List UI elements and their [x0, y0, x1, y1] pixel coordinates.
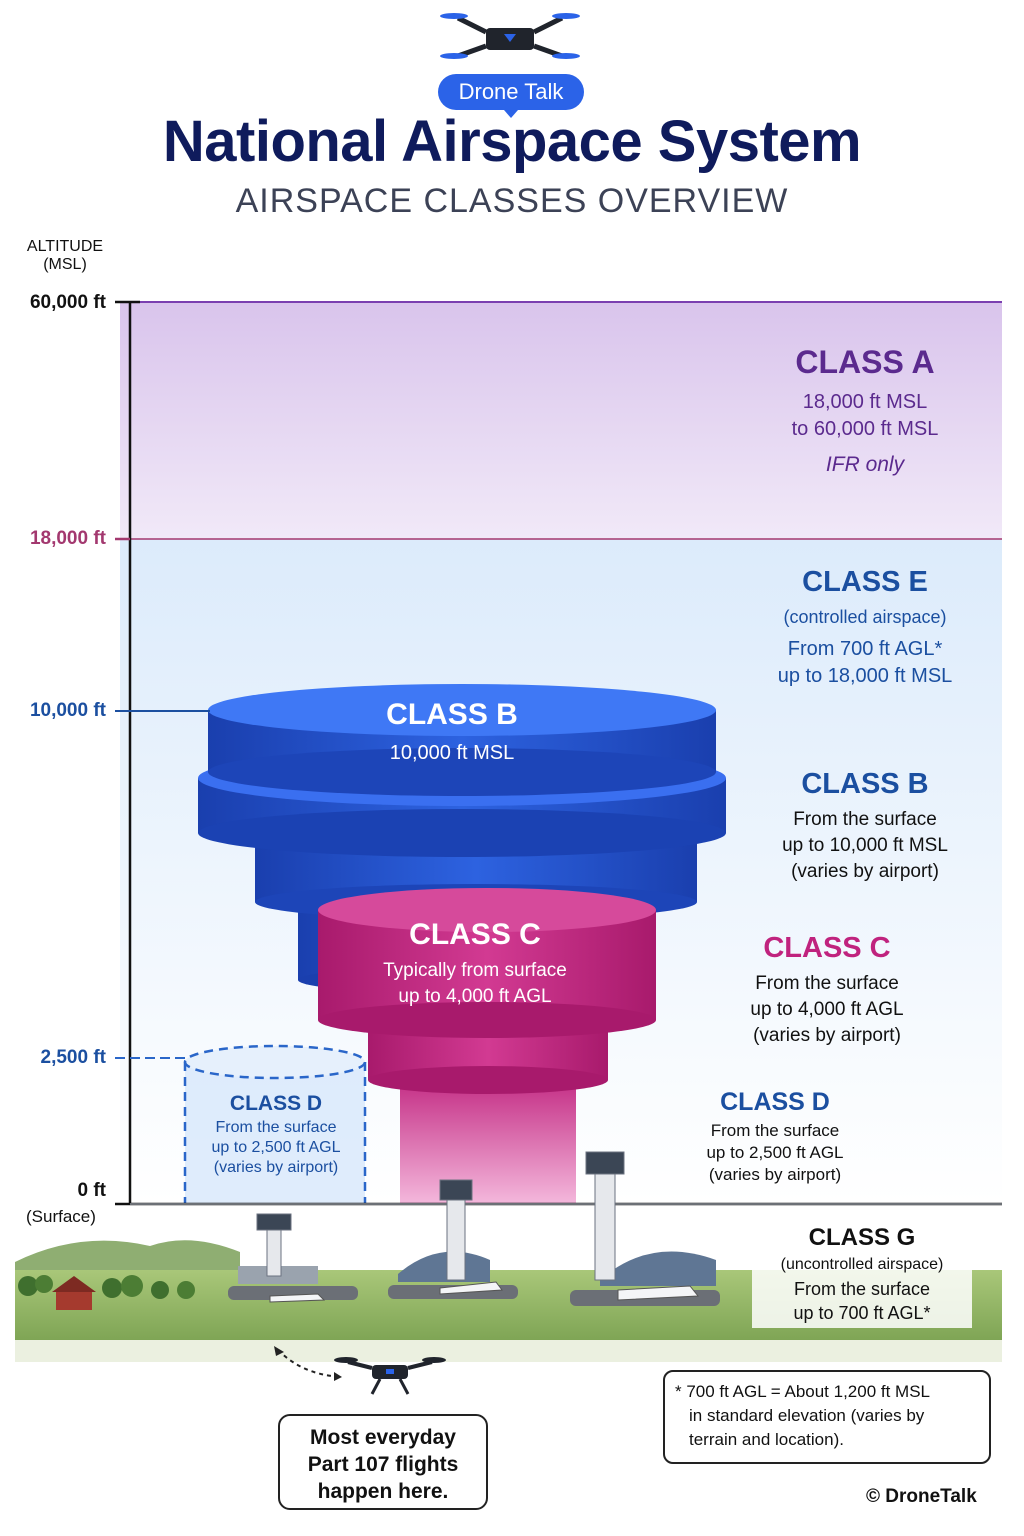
part107-line3: happen here.: [317, 1480, 449, 1503]
class-a-line1: 18,000 ft MSL: [802, 391, 928, 413]
tick-60000: 60,000 ft: [29, 292, 106, 313]
page-title: National Airspace System: [162, 109, 862, 174]
class-c-shape-name: CLASS C: [409, 918, 541, 951]
drone-logo-icon: [440, 13, 580, 59]
class-b-shape-name: CLASS B: [386, 698, 518, 731]
class-d-shape-line1: From the surface: [215, 1119, 337, 1136]
footnote-line3: terrain and location).: [689, 1430, 844, 1449]
footnote-line2: in standard elevation (varies by: [689, 1406, 925, 1425]
footnote-line1: * 700 ft AGL = About 1,200 ft MSL: [675, 1382, 931, 1401]
class-e-line2: From 700 ft AGL*: [787, 638, 943, 660]
class-a-label: CLASS A 18,000 ft MSL to 60,000 ft MSL I…: [740, 344, 990, 477]
class-b-line1: From the surface: [793, 809, 937, 830]
class-b-shape-line1: 10,000 ft MSL: [389, 742, 515, 764]
class-d-shape-name: CLASS D: [229, 1092, 323, 1115]
brand-badge: Drone Talk: [438, 74, 584, 118]
footnote-box: * 700 ft AGL = About 1,200 ft MSL in sta…: [663, 1370, 991, 1464]
class-e-name: CLASS E: [802, 566, 928, 598]
class-g-line3: up to 700 ft AGL*: [793, 1303, 931, 1323]
class-c-shape: [318, 888, 656, 1204]
class-c-line2: up to 4,000 ft AGL: [750, 999, 904, 1020]
class-d-label: CLASS D From the surface up to 2,500 ft …: [680, 1088, 870, 1185]
class-e-line1: (controlled airspace): [783, 607, 947, 627]
brand-label: Drone Talk: [458, 79, 564, 104]
class-b-line2: up to 10,000 ft MSL: [782, 835, 948, 856]
axis-title: ALTITUDE (MSL): [20, 238, 110, 274]
class-g-name: CLASS G: [808, 1224, 916, 1251]
class-c-shape-line2: up to 4,000 ft AGL: [398, 986, 552, 1007]
tick-18000: 18,000 ft: [29, 528, 106, 549]
tick-10000: 10,000 ft: [29, 700, 106, 721]
tick-0: 0 ft: [77, 1180, 107, 1201]
class-d-shape-line2: up to 2,500 ft AGL: [211, 1139, 341, 1156]
class-a-line2: to 60,000 ft MSL: [791, 418, 939, 440]
page-subtitle: AIRSPACE CLASSES OVERVIEW: [235, 182, 789, 220]
class-d-line2: up to 2,500 ft AGL: [706, 1143, 844, 1162]
class-a-note: IFR only: [825, 453, 905, 476]
class-c-line1: From the surface: [755, 973, 899, 994]
class-a-band: [120, 302, 1002, 539]
class-c-name: CLASS C: [763, 932, 891, 964]
class-c-shape-line1: Typically from surface: [383, 960, 567, 981]
class-g-line2: From the surface: [793, 1279, 931, 1299]
class-c-shape-label: CLASS C Typically from surface up to 4,0…: [350, 918, 600, 1008]
part107-line1: Most everyday: [310, 1426, 456, 1449]
drone-icon: [334, 1357, 446, 1395]
surface-label: (Surface): [26, 1207, 96, 1226]
class-b-label: CLASS B From the surface up to 10,000 ft…: [740, 768, 990, 883]
class-b-shape-label: CLASS B 10,000 ft MSL: [332, 698, 572, 765]
part107-line2: Part 107 flights: [307, 1453, 459, 1476]
class-g-label: CLASS G (uncontrolled airspace) From the…: [752, 1222, 972, 1328]
class-c-line3: (varies by airport): [753, 1025, 901, 1046]
class-d-line3: (varies by airport): [708, 1165, 842, 1184]
class-e-label: CLASS E (controlled airspace) From 700 f…: [740, 566, 990, 688]
class-g-line1: (uncontrolled airspace): [780, 1256, 944, 1273]
axis-title-line: (MSL): [43, 256, 87, 273]
class-c-label: CLASS C From the surface up to 4,000 ft …: [700, 932, 954, 1047]
axis-title-line: ALTITUDE: [26, 238, 104, 255]
class-d-dashed-cylinder: [185, 1062, 365, 1204]
class-a-name: CLASS A: [795, 344, 935, 380]
class-b-name: CLASS B: [801, 768, 929, 800]
copyright: © DroneTalk: [866, 1486, 977, 1507]
class-d-name: CLASS D: [720, 1088, 830, 1116]
tick-2500: 2,500 ft: [40, 1047, 106, 1068]
part107-callout: Most everyday Part 107 flights happen he…: [278, 1414, 488, 1510]
class-d-line1: From the surface: [710, 1121, 840, 1140]
class-b-line3: (varies by airport): [791, 861, 939, 882]
class-e-line3: up to 18,000 ft MSL: [777, 665, 953, 687]
class-d-shape-line3: (varies by airport): [213, 1159, 339, 1176]
class-d-shape-label: CLASS D From the surface up to 2,500 ft …: [188, 1092, 364, 1177]
